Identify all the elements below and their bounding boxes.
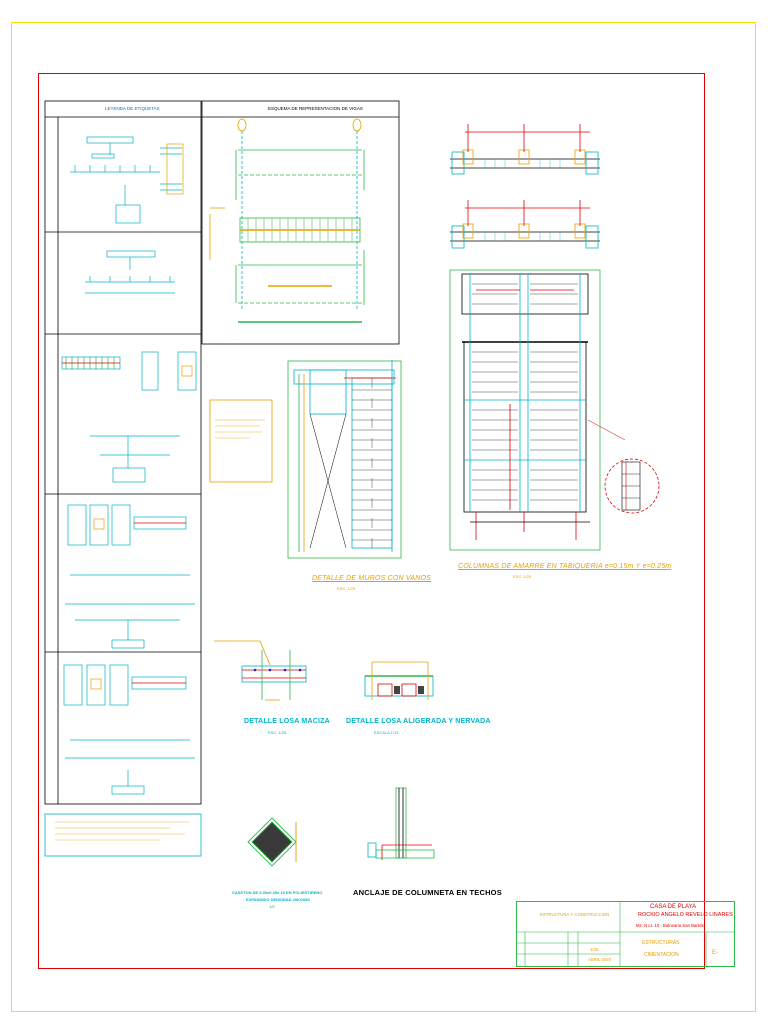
legend-block-1 [70,136,182,224]
legend-panel [44,100,202,805]
ribbed-slab-scale: ESCALA 1/15 [374,730,399,735]
solid-slab-scale: ESC. 1/25 [268,730,287,735]
ribbed-slab-detail [364,661,434,700]
tb-scale: 1/25 [590,947,599,952]
legend-title: LEYENDA DE ETIQUETAS [105,106,160,111]
title-block [516,901,735,967]
confined-column-plan-details [450,124,600,249]
confined-columns-scale: ESC. 1/25 [513,574,532,579]
drawing-border [38,73,705,969]
polystyrene-block-scale: 1/5 [269,904,275,909]
masonry-courses [472,283,578,501]
polystyrene-block-detail [247,817,297,867]
legend-block-4 [65,504,195,649]
tb-location: Mz. N Lt. 10 - Balneario San Bartolo [636,923,705,928]
tb-owner: ROCKIO ANGELO REVELO LINARES [638,912,733,918]
beam-scheme-title: ESQUEMA DE REPRESENTACION DE VIGAS [268,106,363,111]
wall-with-openings-detail [287,360,402,559]
tb-date: ABRIL 2020 [588,957,612,962]
beam-scheme-panel [201,100,400,345]
solid-slab-rebars [253,668,302,672]
tb-project: CASA DE PLAYA [650,904,697,910]
confined-columns-elevation [449,269,626,551]
masonry-circle-detail [604,458,660,514]
solid-slab-caption: DETALLE LOSA MACIZA [244,718,330,725]
wall-brick-pattern [352,378,392,548]
legend-block-2 [85,250,175,294]
legend-block-5 [63,664,195,795]
general-note-box [209,399,273,483]
tb-sheet-number: E- [712,950,718,956]
wall-with-openings-caption: DETALLE DE MUROS CON VANOS [312,575,432,582]
tb-sheet-title-1: ESTRUCTURAS [642,940,680,946]
column-anchorage-detail [367,787,435,860]
legend-notes-box [44,813,202,857]
solid-slab-detail [214,640,307,701]
confined-columns-caption: COLUMNAS DE AMARRE EN TABIQUERIA e=0.15m… [458,563,672,570]
tb-sheet-title-2: CIMENTACION [644,952,679,958]
legend-block-3 [61,351,197,483]
drawing-sheet-frame [11,22,756,1012]
polystyrene-block-caption-2: EXPANDIDO DENSIDAD 20KG/M3 [246,897,310,902]
ribbed-slab-caption: DETALLE LOSA ALIGERADA Y NERVADA [346,718,491,725]
tb-structure-label: ESTRUCTURA Y CONSTRUCCION [540,912,610,917]
polystyrene-block-caption-1: CASETON DE 0.30x0.30x 15 EN POLIESTIRENO [232,890,323,895]
wall-with-openings-scale: ESC. 1/25 [337,586,356,591]
column-anchorage-caption: ANCLAJE DE COLUMNETA EN TECHOS [353,888,502,897]
title-block-grid [516,901,735,967]
ribbed-slab-blocks [394,686,424,694]
